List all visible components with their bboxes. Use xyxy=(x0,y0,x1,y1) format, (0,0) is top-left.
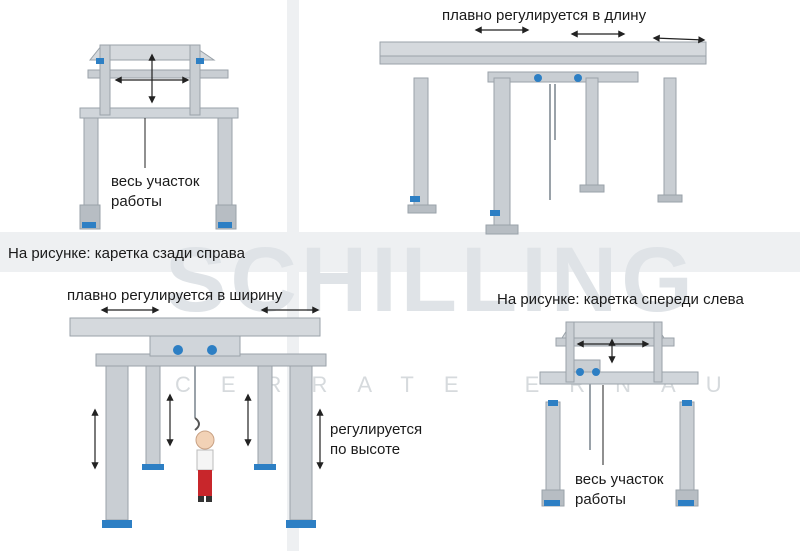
watermark-brand: SCHILLING xyxy=(165,229,697,331)
gantry-top-right xyxy=(379,26,707,235)
caption-tl-work-area-line1: весь участок xyxy=(111,173,200,190)
caption-width-adjust: плавно регулируется в ширину xyxy=(67,287,283,304)
watermark-band xyxy=(0,232,800,272)
gantry-top-left xyxy=(79,44,239,230)
caption-br-work-area-line2: работы xyxy=(575,491,626,508)
caption-length-adjust: плавно регулируется в длину xyxy=(442,7,647,24)
caption-front-left-carriage: На рисунке: каретка спереди слева xyxy=(497,291,744,308)
caption-height-adjust-line1: регулируется xyxy=(330,421,423,438)
caption-height-adjust-line2: по высоте xyxy=(330,441,401,458)
caption-br-work-area-line1: весь участок xyxy=(575,471,664,488)
caption-tl-work-area-line2: работы xyxy=(111,193,162,210)
gantry-bottom-right xyxy=(539,321,699,507)
gantry-bottom-left xyxy=(69,306,327,528)
caption-rear-right-carriage: На рисунке: каретка сзади справа xyxy=(8,245,245,262)
